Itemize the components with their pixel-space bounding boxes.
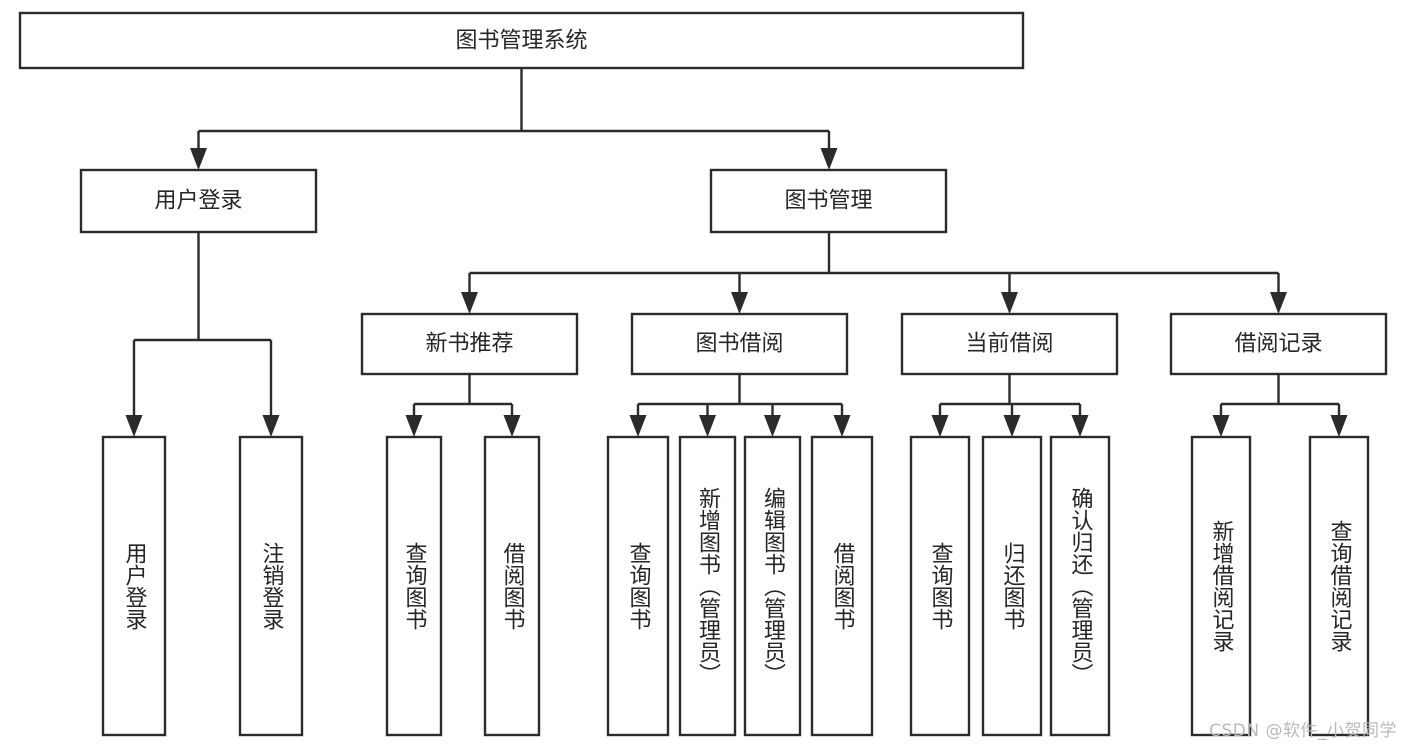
- leaf-user-login[interactable]: 用户登录: [101, 435, 167, 737]
- leaf-nbr-query-book-label: 查询图书: [402, 542, 428, 630]
- leaf-logout-label: 注销登录: [259, 542, 285, 630]
- leaf-br-query-record[interactable]: 查询借阅记录: [1308, 435, 1370, 737]
- leaf-nbr-query-book-box[interactable]: [385, 435, 443, 737]
- arrow-to-new-book-recommend: [461, 292, 478, 314]
- leaf-bb-add-book[interactable]: 新增图书（管理员）: [678, 435, 737, 737]
- leaf-logout[interactable]: 注销登录: [238, 435, 304, 737]
- connector-book-management-bus: [468, 232, 1280, 296]
- leaf-bb-borrow-book-label: 借阅图书: [830, 542, 856, 630]
- connector-user-login-bus: [132, 232, 273, 419]
- leaf-bb-add-book-box[interactable]: [678, 435, 737, 737]
- arrow-to-book-management: [820, 148, 838, 170]
- node-book-management-label: 图书管理: [784, 189, 872, 214]
- leaf-user-login-box[interactable]: [101, 435, 167, 737]
- leaf-logout-box[interactable]: [238, 435, 304, 737]
- arrow-bb-add-book: [699, 415, 716, 437]
- node-borrow-record-box[interactable]: [1169, 312, 1388, 376]
- connector-book-borrow-bus: [636, 374, 844, 419]
- node-user-login[interactable]: 用户登录: [79, 168, 318, 234]
- leaf-bb-borrow-book[interactable]: 借阅图书: [810, 435, 874, 737]
- leaf-cb-confirm-return-label: 确认归还（管理员）: [1068, 487, 1094, 685]
- node-book-borrow[interactable]: 图书借阅: [630, 312, 849, 376]
- arrow-to-leaf-logout: [262, 415, 280, 437]
- leaf-br-query-record-label: 查询借阅记录: [1327, 520, 1353, 652]
- node-new-book-recommend-box[interactable]: [360, 312, 579, 376]
- connector-new-book-recommend-bus: [412, 374, 514, 419]
- leaf-br-query-record-box[interactable]: [1308, 435, 1370, 737]
- leaf-bb-edit-book-box[interactable]: [743, 435, 802, 737]
- node-book-management[interactable]: 图书管理: [709, 168, 948, 234]
- leaf-br-add-record-label: 新增借阅记录: [1209, 520, 1235, 652]
- connector-borrow-record-bus: [1219, 374, 1341, 419]
- node-root-system[interactable]: 图书管理系统: [18, 11, 1025, 70]
- leaf-nbr-query-book[interactable]: 查询图书: [385, 435, 443, 737]
- leaf-br-add-record-box[interactable]: [1190, 435, 1252, 737]
- connector-current-borrow-bus: [938, 374, 1082, 419]
- leaf-bb-query-book-box[interactable]: [606, 435, 670, 737]
- node-user-login-label: 用户登录: [154, 189, 242, 214]
- leaf-cb-confirm-return-box[interactable]: [1049, 435, 1111, 737]
- node-root-system-box[interactable]: [18, 11, 1025, 70]
- leaf-cb-return-book-label: 归还图书: [1000, 542, 1026, 630]
- node-book-management-box[interactable]: [709, 168, 948, 234]
- arrow-bb-edit-book: [764, 415, 781, 437]
- leaf-bb-add-book-label: 新增图书（管理员）: [695, 487, 721, 685]
- node-current-borrow-label: 当前借阅: [965, 332, 1053, 357]
- arrow-cb-confirm-return: [1071, 415, 1089, 437]
- leaf-cb-query-book-box[interactable]: [909, 435, 971, 737]
- leaf-cb-return-book-box[interactable]: [981, 435, 1043, 737]
- connector-layer: [125, 68, 1348, 437]
- leaf-cb-query-book-label: 查询图书: [928, 542, 954, 630]
- leaf-bb-edit-book-label: 编辑图书（管理员）: [760, 487, 786, 685]
- arrow-to-user-login: [190, 148, 207, 170]
- leaf-nbr-borrow-book-label: 借阅图书: [500, 542, 526, 630]
- leaf-cb-return-book[interactable]: 归还图书: [981, 435, 1043, 737]
- arrow-br-add-record: [1212, 415, 1230, 437]
- connector-root-bus: [197, 68, 831, 152]
- leaf-bb-borrow-book-box[interactable]: [810, 435, 874, 737]
- leaf-nbr-borrow-book-box[interactable]: [483, 435, 541, 737]
- node-borrow-record[interactable]: 借阅记录: [1169, 312, 1388, 376]
- node-user-login-box[interactable]: [79, 168, 318, 234]
- node-new-book-recommend[interactable]: 新书推荐: [360, 312, 579, 376]
- leaf-bb-query-book[interactable]: 查询图书: [606, 435, 670, 737]
- leaf-nbr-borrow-book[interactable]: 借阅图书: [483, 435, 541, 737]
- node-book-borrow-label: 图书借阅: [695, 332, 783, 357]
- arrow-nbr-query-book: [405, 415, 423, 437]
- leaf-cb-confirm-return[interactable]: 确认归还（管理员）: [1049, 435, 1111, 737]
- arrow-nbr-borrow-book: [503, 415, 521, 437]
- arrow-br-query-record: [1330, 415, 1348, 437]
- leaf-cb-query-book[interactable]: 查询图书: [909, 435, 971, 737]
- leaf-br-add-record[interactable]: 新增借阅记录: [1190, 435, 1252, 737]
- arrow-to-book-borrow: [731, 292, 748, 314]
- node-current-borrow-box[interactable]: [900, 312, 1119, 376]
- arrow-to-borrow-record: [1270, 292, 1287, 314]
- arrow-bb-query-book: [629, 415, 647, 437]
- node-new-book-recommend-label: 新书推荐: [425, 332, 513, 357]
- arrow-bb-borrow-book: [833, 415, 851, 437]
- arrow-to-current-borrow: [1001, 292, 1018, 314]
- arrow-cb-query-book: [931, 415, 949, 437]
- node-current-borrow[interactable]: 当前借阅: [900, 312, 1119, 376]
- arrow-to-leaf-user-login: [125, 415, 143, 437]
- leaf-bb-query-book-label: 查询图书: [626, 542, 652, 630]
- arrow-cb-return-book: [1003, 415, 1021, 437]
- node-root-system-label: 图书管理系统: [455, 29, 587, 54]
- leaf-bb-edit-book[interactable]: 编辑图书（管理员）: [743, 435, 802, 737]
- node-borrow-record-label: 借阅记录: [1234, 332, 1322, 357]
- leaf-user-login-label: 用户登录: [122, 542, 148, 630]
- node-book-borrow-box[interactable]: [630, 312, 849, 376]
